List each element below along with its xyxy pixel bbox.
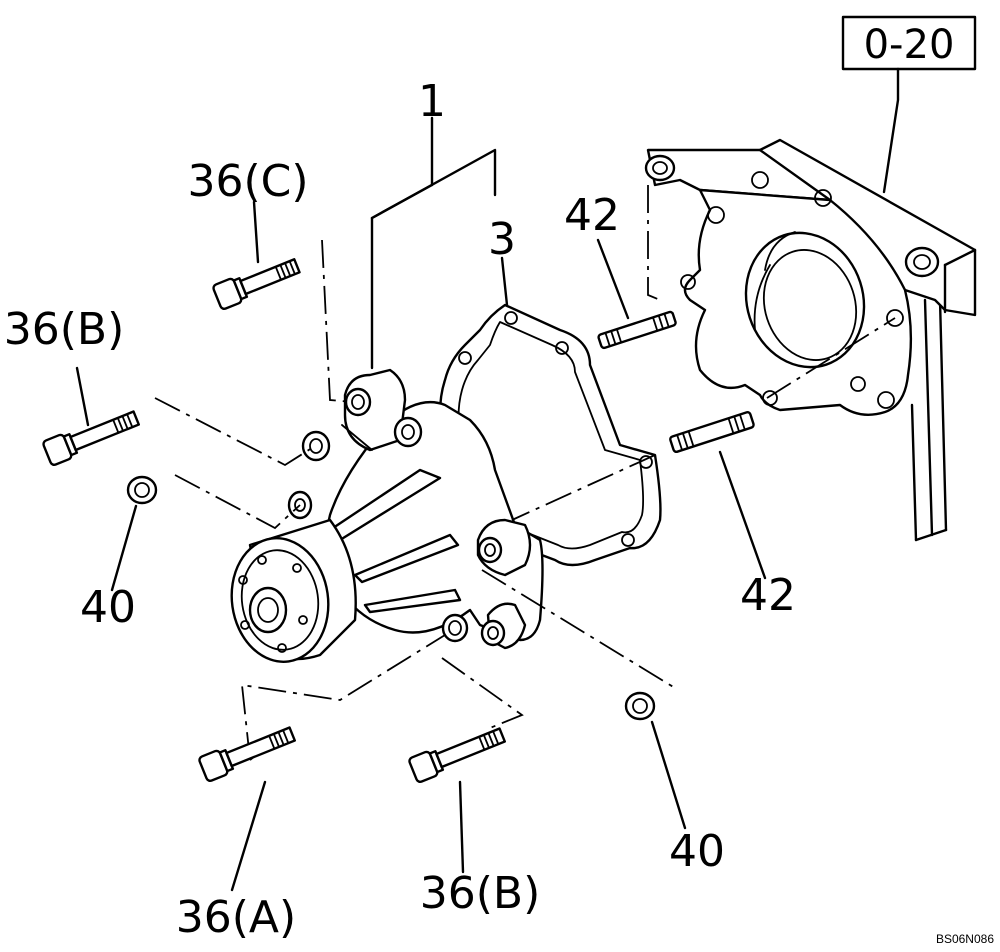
bolt-36b-lower: [408, 727, 506, 784]
water-pump-body: [230, 368, 544, 663]
nut-40-lower: [624, 691, 656, 721]
label-part-36a: 36(A): [176, 892, 296, 943]
label-part-40-upper: 40: [80, 582, 136, 633]
drawing-code: BS06N086: [936, 932, 994, 946]
bolt-36c: [212, 258, 301, 311]
nut-40-upper: [126, 475, 158, 505]
reference-box[interactable]: 0-20: [841, 15, 977, 194]
label-part-36b-upper: 36(B): [4, 304, 125, 355]
label-part-40-lower: 40: [669, 826, 725, 877]
stud-42-lower: [669, 411, 755, 454]
label-part-3: 3: [488, 214, 516, 265]
bolt-36b-upper: [42, 410, 140, 467]
reference-box-label: 0-20: [864, 22, 955, 68]
label-part-36b-lower: 36(B): [420, 868, 541, 919]
bolt-36a: [198, 726, 296, 783]
label-part-1: 1: [418, 76, 446, 127]
engine-front-cover: [644, 138, 977, 542]
label-part-42-upper: 42: [564, 190, 620, 241]
label-part-36c: 36(C): [187, 156, 308, 207]
stud-42-upper: [597, 310, 677, 350]
leader-lines: [75, 116, 896, 892]
label-part-42-lower: 42: [740, 570, 796, 621]
